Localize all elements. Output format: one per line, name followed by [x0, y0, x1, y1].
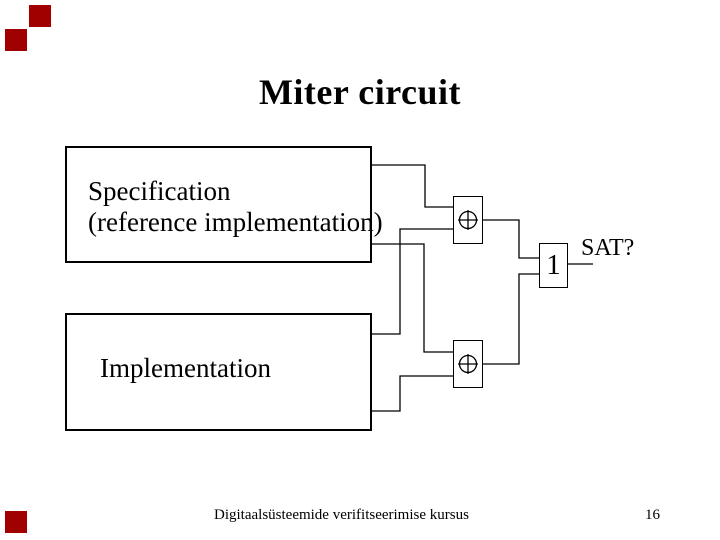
specification-label-line2: (reference implementation)	[88, 207, 383, 237]
xor-icon	[458, 210, 478, 230]
decor-red-square-top	[29, 5, 51, 27]
or-gate-label: 1	[546, 249, 561, 281]
implementation-label: Implementation	[100, 353, 271, 383]
wire-impl-to-xor1	[372, 228, 453, 335]
xor-gate-2	[453, 340, 483, 388]
specification-label-line1: Specification	[88, 176, 231, 206]
wire-xor2-to-or	[483, 273, 539, 365]
xor-icon	[458, 354, 478, 374]
or-gate: 1	[539, 243, 568, 288]
footer-course-label: Digitaalsüsteemide verifitseerimise kurs…	[214, 507, 469, 523]
wire-xor1-to-or	[483, 219, 539, 259]
slide-title: Miter circuit	[258, 72, 462, 112]
decor-red-square-bottom	[5, 511, 27, 533]
sat-label: SAT?	[581, 235, 635, 261]
wire-spec-to-xor1	[372, 164, 453, 208]
specification-box: Specification (reference implementation)	[65, 146, 383, 263]
page-number: 16	[645, 507, 660, 523]
xor-gate-1	[453, 196, 483, 244]
wire-spec-to-xor2	[372, 243, 453, 353]
wire-impl-to-xor2	[372, 375, 453, 412]
implementation-box: Implementation	[65, 313, 372, 431]
decor-red-square-left	[5, 29, 27, 51]
